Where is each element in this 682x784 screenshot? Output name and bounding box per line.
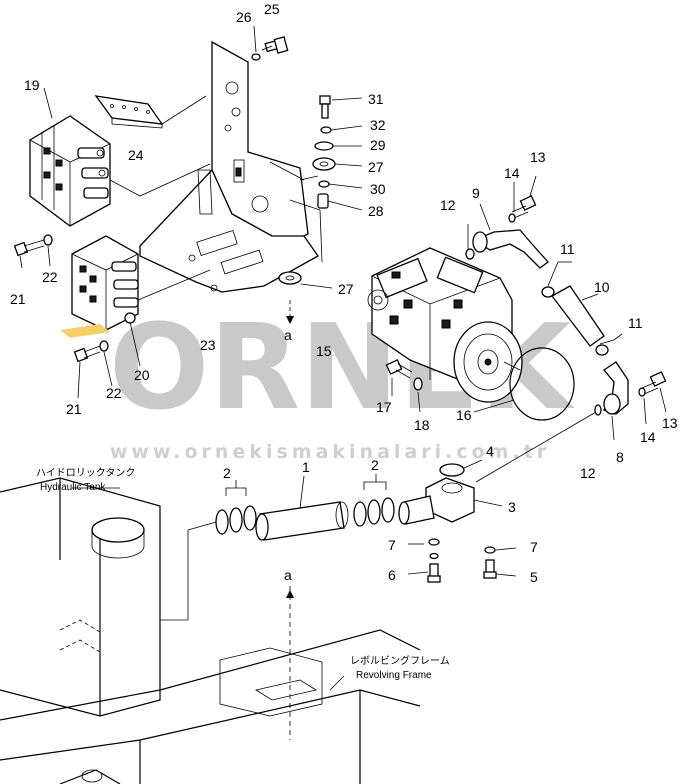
callout-5: 5 bbox=[530, 569, 538, 585]
callout-12-lower: 12 bbox=[580, 465, 596, 481]
caption-tank-en: Hydraulic Tank bbox=[40, 482, 106, 493]
watermark-url: www.ornekismakinalari.com.tr bbox=[110, 441, 550, 463]
callout-2-left: 2 bbox=[223, 465, 231, 481]
callout-12-upper: 12 bbox=[440, 197, 456, 213]
callout-7-left: 7 bbox=[388, 537, 396, 553]
callout-24: 24 bbox=[128, 147, 144, 163]
callout-31: 31 bbox=[368, 91, 384, 107]
callout-21-lower: 21 bbox=[66, 401, 82, 417]
clamp-11 bbox=[547, 261, 623, 345]
callout-2-right: 2 bbox=[371, 457, 379, 473]
washer-26 bbox=[251, 25, 261, 61]
elbow-8 bbox=[594, 361, 629, 441]
mount-stack bbox=[312, 95, 363, 211]
suction-fitting-3 bbox=[398, 459, 503, 525]
callout-25: 25 bbox=[264, 1, 280, 17]
callout-30: 30 bbox=[370, 181, 386, 197]
callout-32: 32 bbox=[370, 117, 386, 133]
bolt-21-upper bbox=[13, 234, 53, 269]
hose-1 bbox=[255, 475, 349, 541]
hydraulic-tank bbox=[0, 477, 217, 717]
hose-clamp-2-right bbox=[353, 474, 395, 527]
callout-9: 9 bbox=[472, 185, 480, 201]
callouts: 1 2 2 3 4 5 6 7 7 8 9 10 11 11 12 12 13 … bbox=[10, 1, 678, 585]
bolt-6 bbox=[407, 538, 441, 583]
hose-10 bbox=[541, 285, 609, 356]
callout-18: 18 bbox=[414, 417, 430, 433]
callout-19: 19 bbox=[24, 77, 40, 93]
callout-27-upper: 27 bbox=[368, 159, 384, 175]
caption-tank-jp: ハイドロリックタンク bbox=[36, 467, 135, 479]
caption-frame-jp: レボルビングフレーム bbox=[350, 654, 450, 667]
callout-13-upper: 13 bbox=[530, 149, 546, 165]
callout-8: 8 bbox=[616, 449, 624, 465]
hydraulic-pump-15 bbox=[367, 247, 523, 403]
callout-17: 17 bbox=[376, 399, 392, 415]
hose-clamp-2-left bbox=[215, 480, 257, 535]
callout-a-bottom: a bbox=[284, 567, 292, 583]
callout-26: 26 bbox=[236, 9, 252, 25]
leader-12-lower bbox=[475, 411, 597, 483]
bolt-5 bbox=[483, 546, 517, 579]
bracket-stand bbox=[139, 40, 323, 293]
bolt-17 bbox=[385, 359, 423, 413]
elbow-9 bbox=[465, 203, 549, 269]
callout-7-right: 7 bbox=[530, 539, 538, 555]
caption-frame-en: Revolving Frame bbox=[356, 670, 432, 681]
callout-21-upper: 21 bbox=[10, 291, 26, 307]
callout-11-lower: 11 bbox=[628, 315, 643, 331]
control-valve-19 bbox=[29, 87, 211, 227]
callout-22-upper: 22 bbox=[42, 269, 58, 285]
bolt-13-lower bbox=[638, 371, 667, 425]
callout-6: 6 bbox=[388, 567, 396, 583]
bolt-13-upper bbox=[508, 175, 537, 223]
control-valve-20 bbox=[60, 235, 211, 367]
callout-23: 23 bbox=[200, 337, 216, 353]
callout-27-lower: 27 bbox=[338, 281, 354, 297]
callout-a-top: a bbox=[284, 327, 292, 343]
gasket-16 bbox=[473, 347, 575, 421]
callout-28: 28 bbox=[368, 203, 384, 219]
bolt-21-lower bbox=[73, 340, 113, 399]
revolving-frame bbox=[0, 586, 421, 784]
callout-20: 20 bbox=[134, 367, 150, 383]
callout-3: 3 bbox=[508, 499, 516, 515]
callout-11-upper: 11 bbox=[560, 241, 575, 257]
callout-13-lower: 13 bbox=[662, 415, 678, 431]
callout-4: 4 bbox=[486, 443, 494, 459]
mount-27-lower bbox=[278, 271, 333, 324]
plate-24 bbox=[94, 95, 207, 129]
callout-29: 29 bbox=[370, 137, 386, 153]
callout-10: 10 bbox=[594, 279, 610, 295]
callout-14-upper: 14 bbox=[504, 165, 520, 181]
bolt-25 bbox=[261, 36, 289, 54]
callout-14-lower: 14 bbox=[640, 429, 656, 445]
callout-22-lower: 22 bbox=[106, 385, 122, 401]
callout-15: 15 bbox=[316, 343, 332, 359]
callout-16: 16 bbox=[456, 407, 472, 423]
callout-1: 1 bbox=[302, 459, 310, 475]
